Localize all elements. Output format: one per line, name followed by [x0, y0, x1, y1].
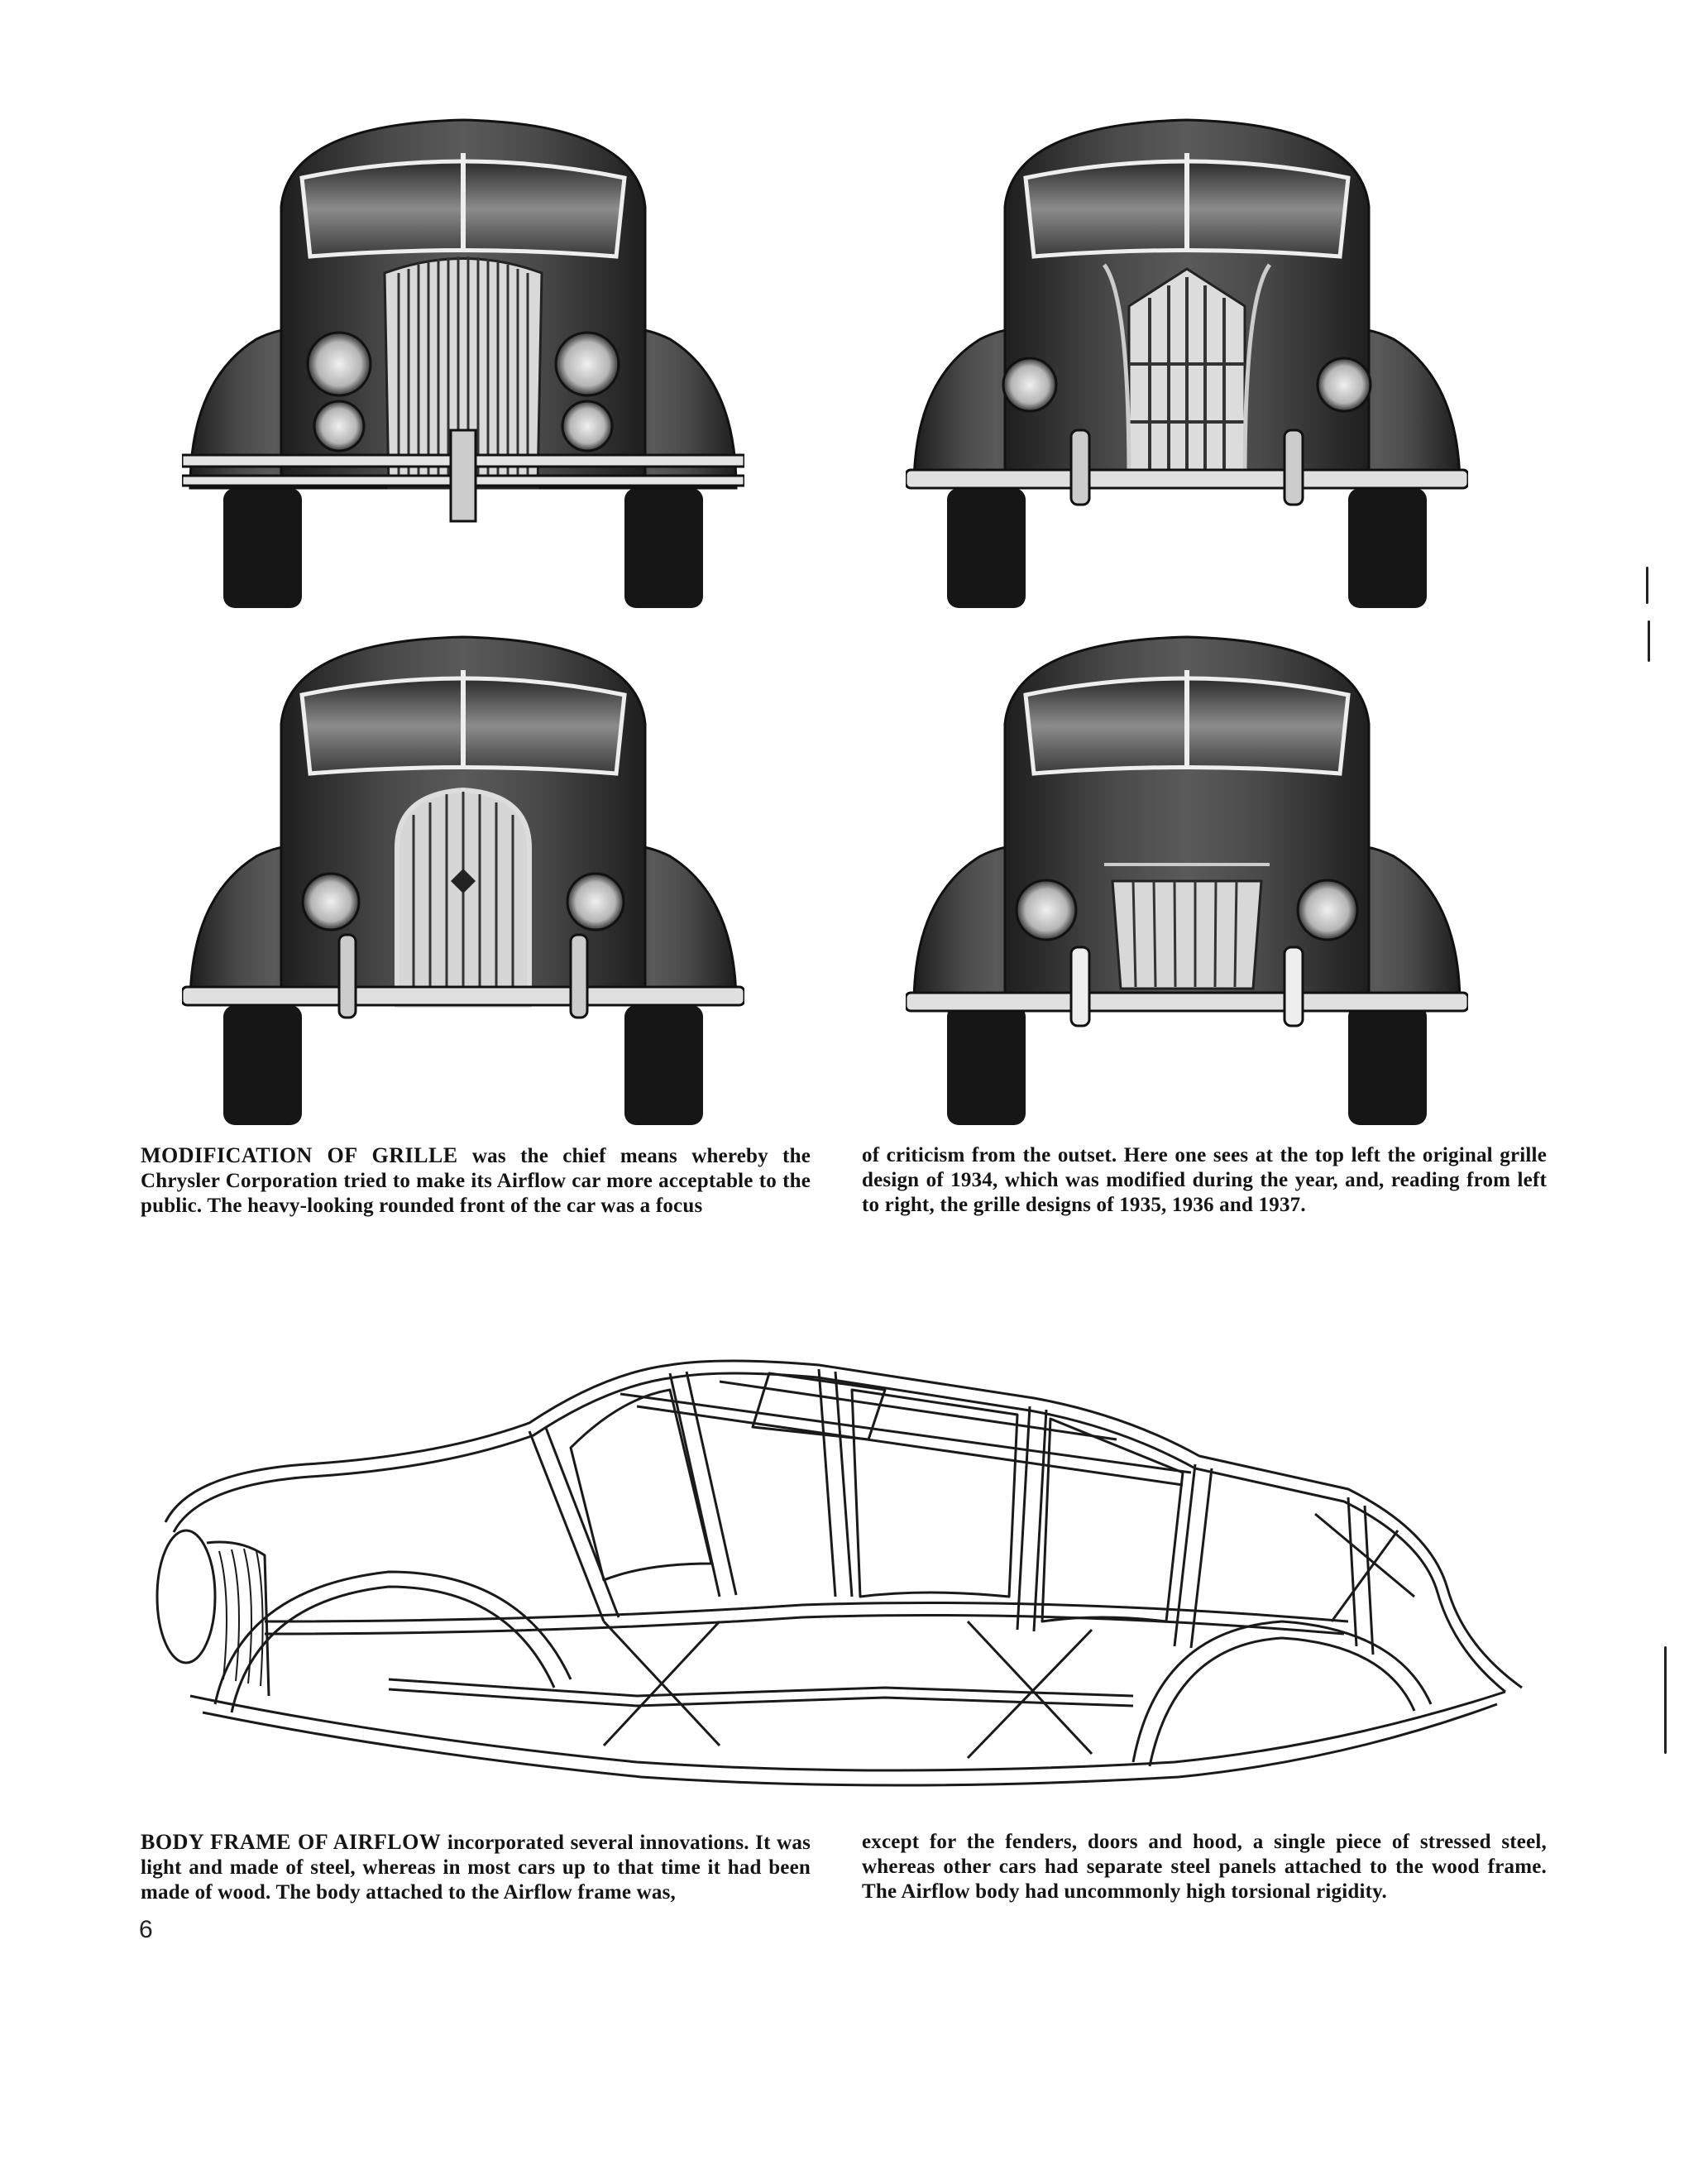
frame-caption-left-text: incorporated several innovations. It was…	[141, 1832, 811, 1904]
frame-caption-left: BODY FRAME OF AIRFLOW incorporated sever…	[141, 1830, 811, 1905]
frame-caption-right-text: except for the fenders, doors and hood, …	[862, 1831, 1547, 1903]
airflow-body-frame-drawing	[141, 1348, 1547, 1812]
grille-caption-right: of criticism from the outset. Here one s…	[862, 1143, 1547, 1218]
frame-caption-right: except for the fenders, doors and hood, …	[862, 1830, 1547, 1904]
car-1936-front-illustration	[182, 616, 744, 1129]
grille-caption-left: MODIFICATION OF GRILLE was the chief mea…	[141, 1143, 811, 1219]
page-number: 6	[139, 1916, 153, 1943]
grille-caption-right-text: of criticism from the outset. Here one s…	[862, 1144, 1547, 1216]
frame-caption-lead: BODY FRAME OF AIRFLOW	[141, 1830, 442, 1854]
scan-margin-mark	[1646, 567, 1648, 604]
grille-caption-left-text: was the chief means whereby the Chrysler…	[141, 1145, 811, 1217]
car-1937-front-illustration	[906, 616, 1468, 1129]
car-1935-front-illustration	[906, 99, 1468, 612]
scan-margin-mark	[1648, 620, 1650, 662]
scan-margin-mark	[1664, 1646, 1667, 1754]
grille-caption-lead: MODIFICATION OF GRILLE	[141, 1143, 458, 1167]
car-1934-front-illustration	[182, 99, 744, 612]
